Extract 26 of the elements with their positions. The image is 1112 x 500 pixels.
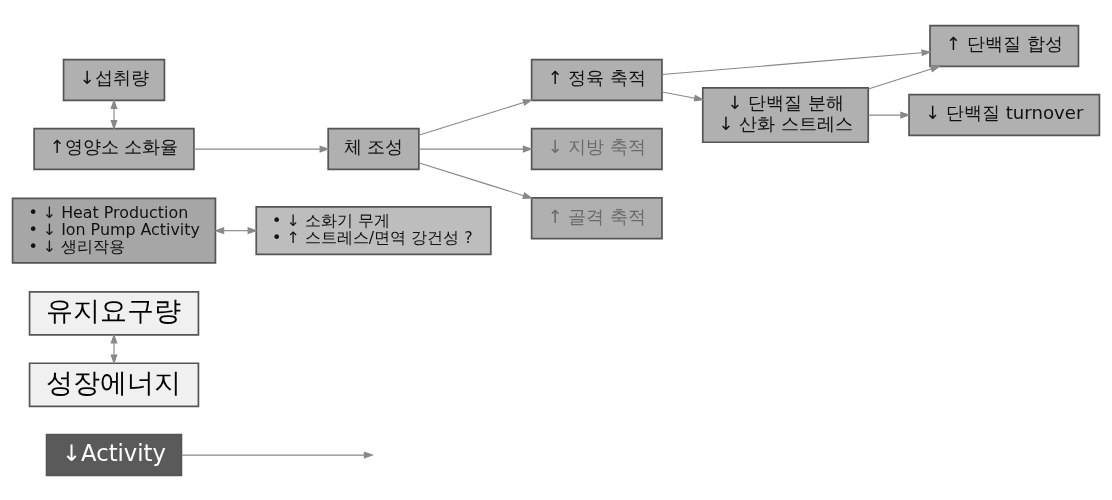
node-box: ↑ 정육 축적: [530, 58, 663, 101]
arrow: [110, 332, 118, 365]
node-box: ↑ 단백질 합성: [929, 24, 1080, 67]
arrow: [661, 90, 705, 102]
arrow: [418, 145, 534, 153]
node-box: ↓ 단백질 분해 ↓ 산화 스트레스: [701, 86, 870, 143]
node-box: ↑ 골격 축적: [530, 196, 663, 239]
arrow: [214, 226, 258, 234]
arrow: [181, 451, 375, 459]
node-box: 성장에너지: [28, 361, 200, 407]
node-box: • ↓ 소화기 무게 • ↑ 스트레스/면역 강건성 ?: [255, 205, 492, 255]
node-box: ↓섭취량: [62, 58, 166, 101]
arrow: [193, 145, 330, 153]
node-box: ↓ 지방 축적: [530, 127, 663, 170]
node-box: 유지요구량: [28, 290, 200, 336]
node-box: 체 조성: [327, 127, 420, 170]
arrow: [867, 65, 941, 89]
arrow: [418, 162, 533, 199]
node-box: ↓Activity: [45, 433, 183, 476]
node-box: • ↓ Heat Production • ↓ Ion Pump Activity • ↓ 생리작용: [11, 197, 217, 264]
arrow: [418, 98, 533, 136]
node-box: ↓ 단백질 turnover: [908, 93, 1101, 136]
node-box: ↑영양소 소화율: [33, 127, 195, 170]
arrow: [110, 98, 118, 130]
arrow: [867, 111, 911, 119]
arrow: [661, 48, 932, 75]
